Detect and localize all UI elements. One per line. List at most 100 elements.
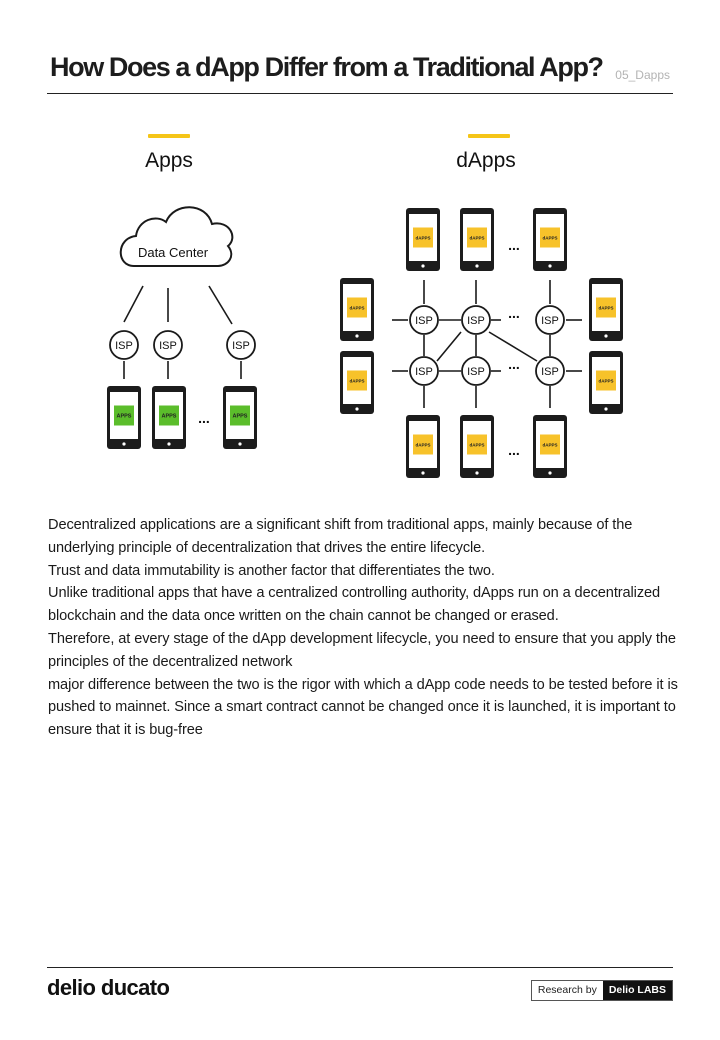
ellipsis: ... [508, 305, 520, 321]
isp-circle [461, 356, 491, 386]
app-tile-label: dAPPS [415, 443, 430, 448]
isp-node: ISP [226, 330, 256, 360]
isp-circle [226, 330, 256, 360]
page-tag: 05_Dapps [615, 68, 670, 82]
home-button [604, 334, 608, 338]
data-center-label: Data Center [138, 245, 209, 260]
ellipsis: ... [508, 356, 520, 372]
home-button [421, 471, 425, 475]
app-tile [540, 227, 560, 248]
app-tile [347, 297, 367, 318]
footer-divider [47, 967, 673, 968]
app-tile-label: dAPPS [469, 236, 484, 241]
app-tile-label: APPS [117, 414, 132, 420]
brand-logo: delio ducato [47, 975, 170, 1000]
paragraph-1: Decentralized applications are a signifi… [48, 517, 633, 556]
research-org-label: Delio LABS [602, 981, 672, 1000]
isp-node: ISP [409, 356, 439, 386]
connector-line [488, 331, 538, 362]
app-tile-label: dAPPS [415, 236, 430, 241]
isp-node: ISP [535, 305, 565, 335]
app-tile [596, 297, 616, 318]
research-by-label: Research by [531, 981, 603, 1000]
isp-node: ISP [109, 330, 139, 360]
isp-label: ISP [467, 366, 485, 378]
phone-device: dAPPS [340, 278, 374, 341]
isp-label: ISP [541, 366, 559, 378]
heading-accent [148, 134, 190, 138]
isp-label: ISP [541, 315, 559, 327]
phone-device: dAPPS [589, 278, 623, 341]
app-tile-label: dAPPS [349, 306, 364, 311]
app-tile-label: dAPPS [469, 443, 484, 448]
app-tile-label: dAPPS [598, 306, 613, 311]
paragraph-5: major difference between the two is the … [48, 676, 678, 739]
app-tile [347, 370, 367, 391]
home-button [548, 471, 552, 475]
phone-device: APPS [152, 386, 186, 449]
isp-label: ISP [115, 340, 133, 352]
home-button [167, 442, 171, 446]
data-center-cloud [119, 206, 234, 267]
home-button [355, 334, 359, 338]
isp-circle [535, 305, 565, 335]
isp-label: ISP [415, 366, 433, 378]
app-tile [114, 405, 134, 426]
apps-heading: Apps [145, 149, 193, 172]
isp-label: ISP [159, 340, 177, 352]
app-tile-label: APPS [233, 414, 248, 420]
connector-line [436, 331, 462, 362]
paragraph-2: Trust and data immutability is another f… [48, 562, 495, 579]
phone-device: dAPPS [533, 415, 567, 478]
app-tile-label: dAPPS [349, 379, 364, 384]
app-tile [467, 227, 487, 248]
app-tile [230, 405, 250, 426]
app-tile-label: dAPPS [542, 443, 557, 448]
phone-device: dAPPS [460, 208, 494, 271]
home-button [604, 407, 608, 411]
phone-device: dAPPS [589, 351, 623, 414]
phone-device: dAPPS [406, 415, 440, 478]
isp-node: ISP [461, 356, 491, 386]
app-tile [540, 434, 560, 455]
app-tile-label: dAPPS [598, 379, 613, 384]
isp-circle [409, 356, 439, 386]
home-button [548, 264, 552, 268]
heading-accent [468, 134, 510, 138]
ellipsis: ... [508, 237, 520, 253]
home-button [355, 407, 359, 411]
app-tile [159, 405, 179, 426]
research-badge: Research by Delio LABS [530, 980, 673, 1001]
ellipsis: ... [198, 410, 210, 426]
page-title: How Does a dApp Differ from a Traditiona… [50, 52, 604, 82]
isp-node: ISP [409, 305, 439, 335]
phone-device: APPS [223, 386, 257, 449]
isp-circle [535, 356, 565, 386]
app-tile [467, 434, 487, 455]
isp-node: ISP [153, 330, 183, 360]
home-button [475, 264, 479, 268]
isp-circle [153, 330, 183, 360]
home-button [122, 442, 126, 446]
isp-label: ISP [467, 315, 485, 327]
connector-line [123, 285, 144, 323]
phone-device: APPS [107, 386, 141, 449]
app-tile [596, 370, 616, 391]
home-button [238, 442, 242, 446]
phone-device: dAPPS [533, 208, 567, 271]
body-text: Decentralized applications are a signifi… [48, 514, 678, 742]
paragraph-4: Therefore, at every stage of the dApp de… [48, 630, 676, 670]
app-tile-label: dAPPS [542, 236, 557, 241]
ellipsis: ... [508, 442, 520, 458]
app-tile-label: APPS [162, 414, 177, 420]
isp-circle [109, 330, 139, 360]
isp-label: ISP [415, 315, 433, 327]
isp-node: ISP [535, 356, 565, 386]
phone-device: dAPPS [460, 415, 494, 478]
isp-label: ISP [232, 340, 250, 352]
app-tile [413, 434, 433, 455]
phone-device: dAPPS [406, 208, 440, 271]
